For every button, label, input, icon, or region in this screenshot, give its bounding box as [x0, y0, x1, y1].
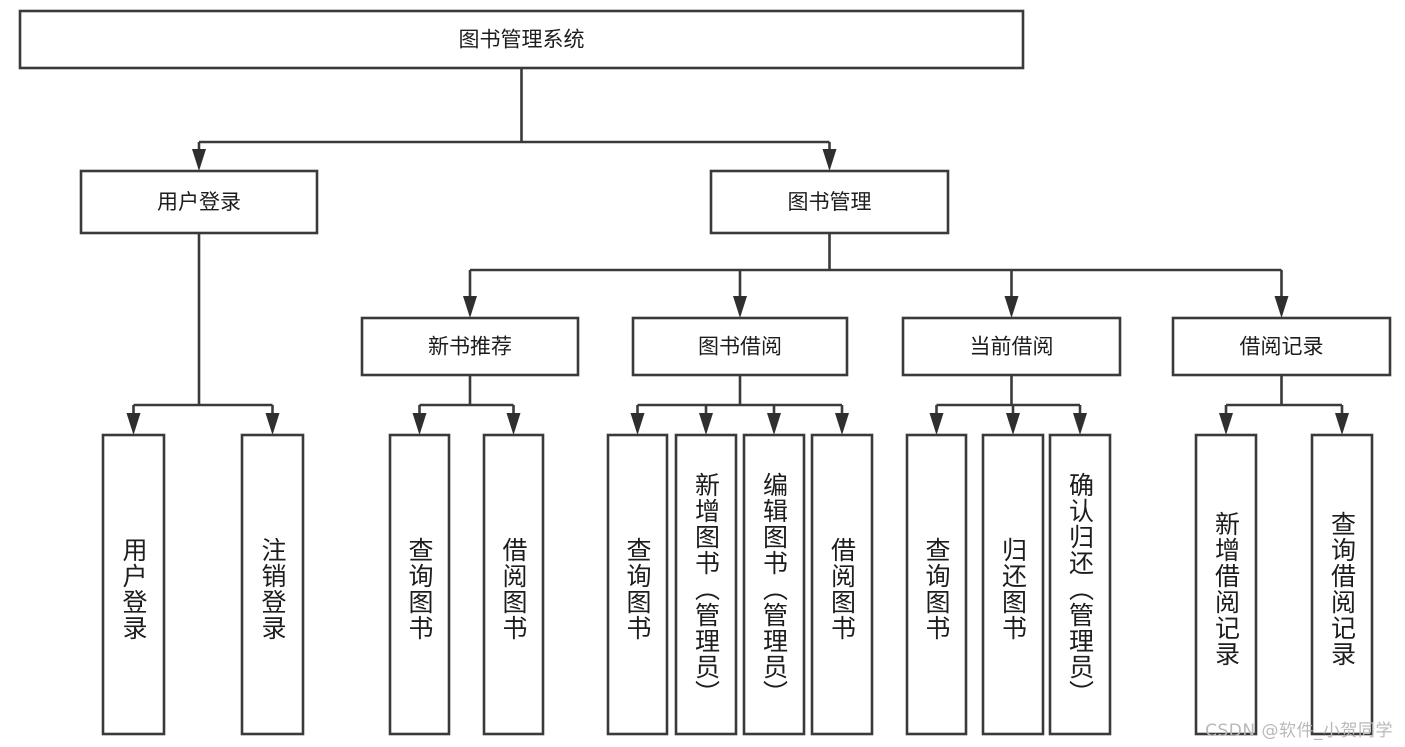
leaf-leaf-query-record-rect[interactable]	[1310, 433, 1374, 736]
node-borrow-record-label: 借阅记录	[1240, 335, 1324, 359]
leaf-leaf-borrow-book-1[interactable]	[482, 433, 545, 736]
leaf-leaf-confirm-return[interactable]	[1048, 433, 1112, 736]
node-root-label: 图书管理系统	[459, 28, 585, 52]
node-current-borrow[interactable]: 当前借阅	[901, 316, 1122, 377]
leaf-leaf-user-logout-rect[interactable]	[240, 433, 305, 736]
leaf-leaf-query-book-3-rect[interactable]	[905, 433, 968, 736]
node-book-borrow[interactable]: 图书借阅	[631, 316, 849, 377]
node-user-login[interactable]: 用户登录	[79, 169, 319, 235]
leaf-leaf-borrow-book-1-rect[interactable]	[482, 433, 545, 736]
node-new-book-rec-rect[interactable]	[360, 316, 580, 377]
node-user-login-rect[interactable]	[79, 169, 319, 235]
leaf-leaf-user-login-rect[interactable]	[101, 433, 166, 736]
node-borrow-record-rect[interactable]	[1171, 316, 1392, 377]
leaf-leaf-query-book-2[interactable]	[606, 433, 669, 736]
leaf-leaf-edit-book[interactable]	[742, 433, 806, 736]
leaf-leaf-add-record[interactable]	[1194, 433, 1258, 736]
leaf-leaf-query-book-3[interactable]	[905, 433, 968, 736]
leaf-leaf-add-book-rect[interactable]	[674, 433, 738, 736]
connector-layer	[126, 68, 1349, 435]
node-borrow-record[interactable]: 借阅记录	[1171, 316, 1392, 377]
leaf-leaf-add-book[interactable]	[674, 433, 738, 736]
leaf-leaf-confirm-return-rect[interactable]	[1048, 433, 1112, 736]
leaf-leaf-user-login[interactable]	[101, 433, 166, 736]
leaf-leaf-add-record-rect[interactable]	[1194, 433, 1258, 736]
leaf-leaf-query-book-1-rect[interactable]	[388, 433, 451, 736]
leaf-leaf-query-record[interactable]	[1310, 433, 1374, 736]
node-book-manage-label: 图书管理	[788, 190, 872, 214]
node-book-borrow-label: 图书借阅	[698, 335, 782, 359]
leaf-leaf-query-book-1[interactable]	[388, 433, 451, 736]
node-current-borrow-rect[interactable]	[901, 316, 1122, 377]
node-current-borrow-label: 当前借阅	[970, 335, 1054, 359]
leaf-leaf-borrow-book-2-rect[interactable]	[810, 433, 874, 736]
node-root-rect[interactable]	[18, 9, 1025, 70]
leaf-leaf-return-book-rect[interactable]	[981, 433, 1045, 736]
leaf-leaf-borrow-book-2[interactable]	[810, 433, 874, 736]
leaf-leaf-edit-book-rect[interactable]	[742, 433, 806, 736]
node-new-book-rec[interactable]: 新书推荐	[360, 316, 580, 377]
node-user-login-label: 用户登录	[157, 190, 241, 214]
node-root[interactable]: 图书管理系统	[18, 9, 1025, 70]
leaf-leaf-return-book[interactable]	[981, 433, 1045, 736]
leaf-leaf-user-logout[interactable]	[240, 433, 305, 736]
node-book-borrow-rect[interactable]	[631, 316, 849, 377]
leaf-leaf-query-book-2-rect[interactable]	[606, 433, 669, 736]
node-new-book-rec-label: 新书推荐	[428, 335, 512, 359]
node-book-manage[interactable]: 图书管理	[709, 169, 950, 235]
node-book-manage-rect[interactable]	[709, 169, 950, 235]
watermark: CSDN @软件_小贺同学	[1205, 721, 1393, 741]
